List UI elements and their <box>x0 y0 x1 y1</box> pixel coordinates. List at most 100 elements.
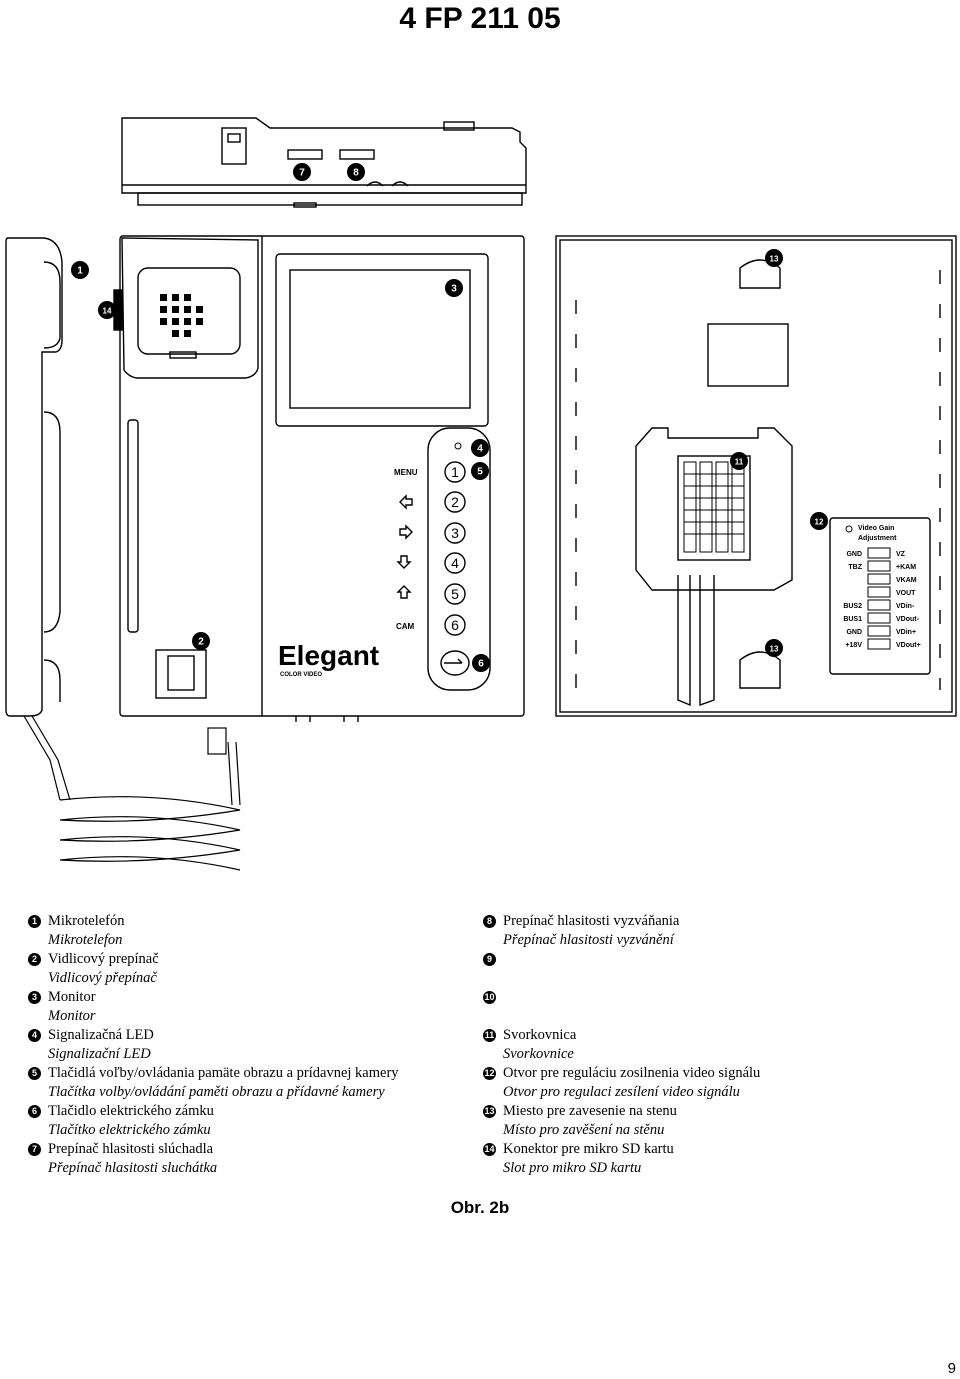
board-heading-1: Video Gain <box>858 525 894 532</box>
terminal-slot <box>867 547 891 559</box>
legend-text-cz: Slot pro mikro SD kartu <box>503 1160 642 1176</box>
legend-text-sk: Mikrotelefón <box>48 913 125 929</box>
callout-13: 13 <box>765 639 783 657</box>
legend-number: 14 <box>483 1143 496 1156</box>
svg-text:6: 6 <box>478 659 484 670</box>
legend-number: 3 <box>28 991 41 1004</box>
terminal-label-right: VDin+ <box>896 629 916 636</box>
terminal-label-right: VOUT <box>896 590 916 597</box>
legend-text-sk: Prepínač hlasitosti vyzváňania <box>503 913 680 929</box>
callout-7: 7 <box>293 163 311 181</box>
arrow-down-icon <box>396 555 412 569</box>
page-number: 9 <box>947 1360 956 1377</box>
legend-text-cz: Vidlicový přepínač <box>48 970 157 986</box>
terminal-label-right: VDout- <box>896 616 920 623</box>
legend-text-cz: Monitor <box>48 1008 96 1024</box>
button-number: 4 <box>451 555 459 571</box>
front-panel <box>119 235 525 722</box>
legend-text-cz: Přepínač hlasitosti sluchátka <box>48 1160 218 1176</box>
callout-14: 14 <box>98 301 116 319</box>
terminal-label-left: GND <box>846 551 862 558</box>
terminal-label-left: GND <box>846 629 862 636</box>
arrow-left-icon <box>399 494 413 510</box>
legend-number: 1 <box>28 915 41 928</box>
button-number: 1 <box>451 464 459 480</box>
terminal-label-right: VKAM <box>896 577 917 584</box>
legend-item: 8 Prepínač hlasitosti vyzváňania <box>483 912 953 931</box>
terminal-block <box>683 461 745 553</box>
svg-text:2: 2 <box>198 637 204 648</box>
legend-number: 8 <box>483 915 496 928</box>
handset <box>5 237 123 717</box>
svg-text:12: 12 <box>815 518 824 527</box>
terminal-slot <box>867 586 891 598</box>
callout-8: 8 <box>347 163 365 181</box>
legend-text-cz: Přepínač hlasitosti vyzvánění <box>503 932 674 948</box>
legend-item: 1 Mikrotelefón <box>28 912 468 931</box>
legend-text-sk: Otvor pre reguláciu zosilnenia video sig… <box>503 1065 761 1081</box>
cam-label: CAM <box>396 622 415 631</box>
terminal-label-right: VDin- <box>896 603 915 610</box>
callout-6: 6 <box>472 654 490 672</box>
legend-number: 6 <box>28 1105 41 1118</box>
control-buttons <box>440 442 470 676</box>
handset-cord <box>23 715 241 871</box>
terminal-label-right: VDout+ <box>896 642 921 649</box>
svg-text:3: 3 <box>451 284 457 295</box>
legend-text-sk: Miesto pre zavesenie na stenu <box>503 1103 677 1119</box>
legend-text-sk: Tlačidlo elektrického zámku <box>48 1103 214 1119</box>
svg-text:7: 7 <box>299 168 305 179</box>
callout-5: 5 <box>471 462 489 480</box>
terminal-label-left: +18V <box>845 642 862 649</box>
terminal-slot <box>867 599 891 611</box>
legend-text-cz: Otvor pro regulaci zesílení video signál… <box>503 1084 740 1100</box>
legend-text-cz: Svorkovnice <box>503 1046 574 1062</box>
device-logo-sub: COLOR VIDEO <box>280 672 322 678</box>
callout-1: 1 <box>71 261 89 279</box>
legend-text-cz: Tlačítka volby/ovládání paměti obrazu a … <box>48 1084 385 1100</box>
legend-number: 10 <box>483 991 496 1004</box>
svg-text:13: 13 <box>770 645 779 654</box>
button-number: 3 <box>451 525 459 541</box>
legend-text-sk: Tlačidlá voľby/ovládania pamäte obrazu a… <box>48 1065 399 1081</box>
legend-item: 9 <box>483 950 953 969</box>
terminal-slot <box>867 638 891 650</box>
terminal-label-left: TBZ <box>848 564 862 571</box>
svg-text:14: 14 <box>103 307 112 316</box>
legend-text-sk: Monitor <box>48 989 96 1005</box>
legend-text-sk: Signalizačná LED <box>48 1027 154 1043</box>
terminal-label-right: VZ <box>896 551 906 558</box>
legend-number: 2 <box>28 953 41 966</box>
legend-item: 6 Tlačidlo elektrického zámku <box>28 1102 468 1121</box>
legend-number: 5 <box>28 1067 41 1080</box>
terminal-label-right: +KAM <box>896 564 916 571</box>
figure-caption: Obr. 2b <box>450 1198 510 1217</box>
terminal-slot <box>867 625 891 637</box>
device-logo: Elegant <box>278 640 379 671</box>
terminal-label-left: BUS2 <box>843 603 862 610</box>
callout-4: 4 <box>471 439 489 457</box>
svg-text:13: 13 <box>770 255 779 264</box>
top-view <box>121 117 527 208</box>
legend-text-cz: Mikrotelefon <box>48 932 123 948</box>
callout-12: 12 <box>810 512 828 530</box>
document-title: 4 FP 211 05 <box>399 2 561 35</box>
callout-2: 2 <box>192 632 210 650</box>
board-heading-2: Adjustment <box>858 535 897 542</box>
terminal-label-left: BUS1 <box>843 616 862 623</box>
terminal-slot <box>867 612 891 624</box>
callout-3: 3 <box>445 279 463 297</box>
back-view <box>555 235 957 717</box>
legend-number: 4 <box>28 1029 41 1042</box>
arrow-up-icon <box>396 585 412 599</box>
svg-text:1: 1 <box>77 266 83 277</box>
arrow-icons <box>396 494 413 599</box>
button-number: 2 <box>451 494 459 510</box>
speaker-grille <box>160 294 203 337</box>
